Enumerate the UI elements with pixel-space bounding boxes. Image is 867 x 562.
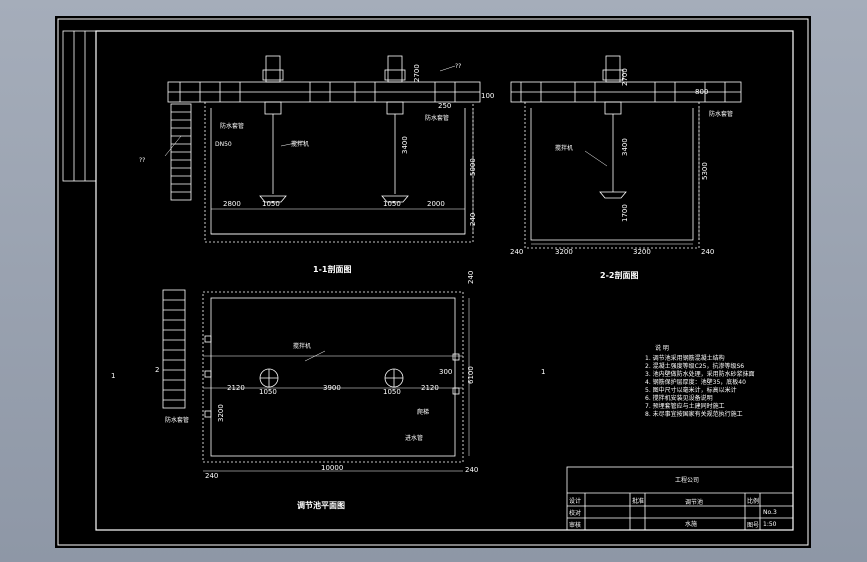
svg-text:100: 100 [481,92,494,100]
plan-dimensions: 2120 1050 3900 1050 2120 10000 240 240 3… [205,271,478,480]
svg-text:240: 240 [205,472,218,480]
svg-text:240: 240 [465,466,478,474]
title-scale: 1:50 [763,521,777,528]
svg-text:图号: 图号 [747,522,759,529]
plan-note-c: 进水管 [405,434,423,442]
view-2-title: 2-2剖面图 [600,270,638,280]
title-company: 工程公司 [675,476,699,484]
view-1-top-label: ?? [455,63,461,70]
view-1-pipe-label: DN50 [215,141,232,148]
mixer-1a [259,55,287,203]
inner-border [95,30,794,531]
svg-text:审核: 审核 [569,521,581,529]
svg-text:3900: 3900 [323,384,341,392]
railing-1 [179,82,456,102]
title-sheet: No.3 [763,509,777,516]
svg-text:240: 240 [469,213,477,226]
svg-text:6100: 6100 [467,366,475,384]
title-drawing-no: 水施 [685,520,697,528]
svg-text:5000: 5000 [469,158,477,176]
svg-text:250: 250 [438,102,451,110]
section-view-1 [164,55,481,243]
drawing-sheet: 1-1剖面图 ?? ?? DN50 防水套管 防水套管 搅拌机 2800 105… [55,16,811,548]
plan-note-b: 爬梯 [417,408,429,416]
title-project: 调节池 [685,498,703,506]
view-1-note-a: 防水套管 [220,122,244,130]
svg-text:2120: 2120 [227,384,245,392]
note-item: 8. 未尽事宜按国家有关规范执行施工 [645,410,743,418]
svg-text:3200: 3200 [633,248,651,256]
drawing-canvas: 1-1剖面图 ?? ?? DN50 防水套管 防水套管 搅拌机 2800 105… [57,18,809,546]
note-item: 4. 钢筋保护层厚度：池壁35，底板40 [645,378,746,386]
svg-text:1050: 1050 [383,388,401,396]
svg-text:1050: 1050 [259,388,277,396]
svg-text:3400: 3400 [401,136,409,154]
view-1-note-b: 防水套管 [425,114,449,122]
title-block [566,466,794,531]
outer-border [57,18,809,546]
svg-text:设计: 设计 [569,497,581,505]
section-mark-right: 1 [541,368,545,376]
title-labels: 设计 校对 审核 批准 比例 图号 [569,497,759,529]
note-item: 6. 搅拌机安装见设备说明 [645,394,713,402]
plan-mixer-label: 搅拌机 [293,342,311,350]
section-view-2 [510,55,742,249]
section-mark-left: 1 [111,372,115,380]
svg-text:10000: 10000 [321,464,343,472]
svg-text:2700: 2700 [413,64,421,82]
notes-block: 说 明 1. 调节池采用钢筋混凝土结构 2. 混凝土强度等级C25，抗渗等级S6… [645,344,755,418]
view-1-ladder-label: ?? [139,157,145,164]
view-2-dimensions: 3200 3200 240 240 3400 5300 1700 2700 80… [510,68,714,256]
svg-text:5300: 5300 [701,162,709,180]
view-1-dimensions: 2800 1050 1050 2000 3400 5000 240 2700 2… [223,64,494,226]
svg-text:2120: 2120 [421,384,439,392]
ladder-plan [162,289,186,409]
svg-text:2700: 2700 [621,68,629,86]
svg-text:2000: 2000 [427,200,445,208]
ladder-1 [170,103,192,201]
svg-text:3400: 3400 [621,138,629,156]
svg-text:240: 240 [510,248,523,256]
note-item: 2. 混凝土强度等级C25，抗渗等级S6 [645,362,744,370]
view-2-note: 防水套管 [709,110,733,118]
section-mark-ladder: 2 [155,366,159,374]
notes-heading: 说 明 [655,344,669,352]
svg-text:3200: 3200 [217,404,225,422]
mixer-2 [599,55,627,199]
plan-title: 调节池平面图 [297,500,345,510]
svg-text:800: 800 [695,88,708,96]
note-item: 5. 图中尺寸以毫米计，标高以米计 [645,386,737,394]
note-item: 7. 预埋套管应与土建同时施工 [645,402,725,410]
binding-strip [62,30,97,182]
svg-text:3200: 3200 [555,248,573,256]
svg-text:1050: 1050 [262,200,280,208]
svg-text:校对: 校对 [569,509,581,517]
svg-text:240: 240 [467,271,475,284]
svg-text:300: 300 [439,368,452,376]
svg-text:2800: 2800 [223,200,241,208]
plan-note-a: 防水套管 [165,416,189,424]
svg-text:比例: 比例 [747,497,759,505]
note-item: 3. 池内壁做防水处理，采用防水砂浆抹面 [645,370,755,378]
svg-text:240: 240 [701,248,714,256]
view-1-mixer-label: 搅拌机 [291,140,309,148]
note-item: 1. 调节池采用钢筋混凝土结构 [645,354,725,362]
svg-text:批准: 批准 [632,497,644,505]
view-1-title: 1-1剖面图 [313,264,351,274]
svg-text:1700: 1700 [621,204,629,222]
plan-view [162,289,470,472]
svg-text:1050: 1050 [383,200,401,208]
mixer-1b [381,55,409,203]
view-2-mixer-label: 搅拌机 [555,144,573,152]
